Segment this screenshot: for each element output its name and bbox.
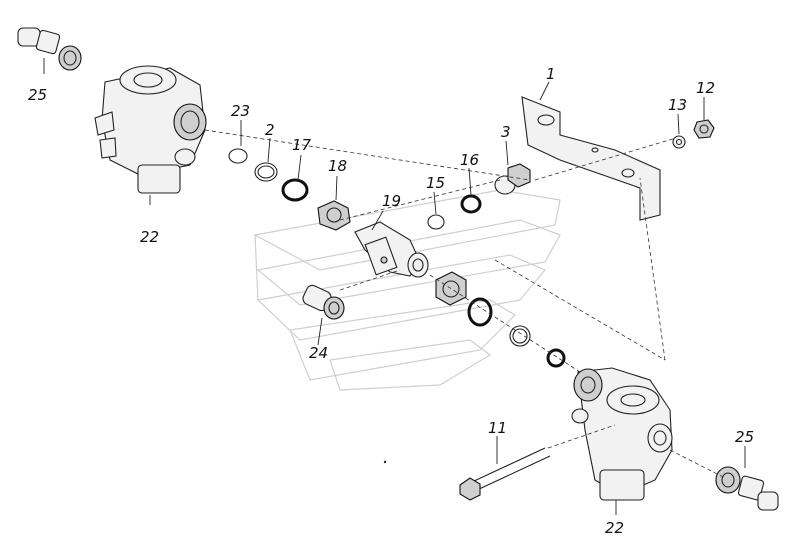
leader-lines [43,58,746,515]
callout-17: 17 [292,136,312,154]
fitting-24 [302,284,345,320]
bracket-1 [521,96,661,221]
callout-22-top: 22 [140,228,159,246]
callout-1: 1 [546,65,556,83]
stray-dot [383,460,387,464]
callout-23: 23 [231,102,250,120]
callout-12: 12 [696,79,715,97]
ring-2 [254,162,278,182]
assembly-lines [204,129,726,479]
bolt-11 [459,447,551,501]
callout-labels: 25 22 23 2 17 18 19 15 16 3 1 13 12 24 1… [28,65,754,537]
callout-15: 15 [426,174,445,192]
ring-lower-1 [467,297,493,327]
callout-16: 16 [460,151,479,169]
watermark-logo [253,189,561,391]
valve-22-bottom [571,367,673,501]
tee-19 [354,221,429,278]
callout-19: 19 [382,192,401,210]
callout-24: 24 [309,344,328,362]
fitting-25-top [17,27,82,71]
ring-23 [228,148,248,164]
ring-15 [427,214,445,230]
callout-18: 18 [328,157,347,175]
ring-lower-3 [546,348,566,368]
callout-3: 3 [501,123,511,141]
callout-2: 2 [265,121,275,139]
callout-13: 13 [668,96,687,114]
callout-25-top: 25 [28,86,47,104]
callout-25-bottom: 25 [735,428,754,446]
washer-13 [672,135,686,149]
nut-12 [693,119,715,139]
ring-lower-2 [509,325,531,347]
ring-16 [460,194,482,214]
valve-22-top [94,65,207,194]
fitting-25-bottom [715,466,779,511]
callout-22-bottom: 22 [605,519,624,537]
callout-11: 11 [488,419,507,437]
nut-18 [317,200,351,231]
ring-17 [281,178,309,202]
